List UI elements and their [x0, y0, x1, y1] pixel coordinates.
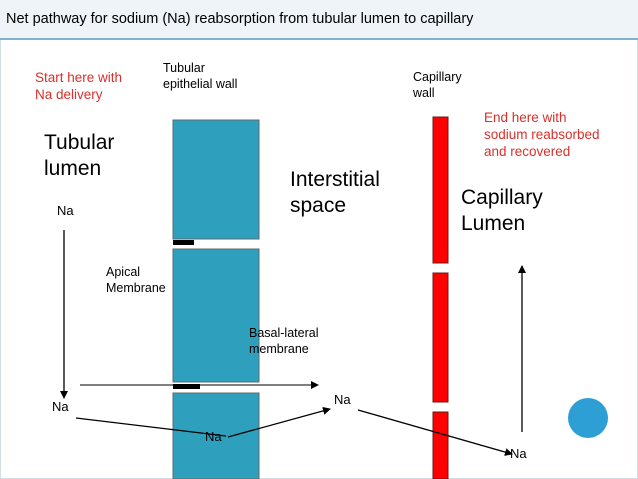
capillary-wall-label: Capillary wall [413, 70, 462, 101]
tight-junction-lower [173, 384, 200, 389]
tubular-wall-label-line-2: epithelial wall [163, 76, 238, 91]
epithelial-cell-top [172, 119, 260, 240]
na-label-lumen-bottom: Na [52, 399, 69, 414]
capillary-wall-middle [432, 272, 449, 403]
na-label-lumen-start: Na [57, 203, 74, 218]
interstitial-label-line-2: space [290, 194, 347, 218]
capillary-lumen-label-line-2: Lumen [461, 212, 526, 236]
title-divider [0, 38, 638, 40]
capillary-wall-top [432, 116, 449, 264]
arrow-na-into-cell [75, 417, 227, 437]
interstitial-label-line-1: Interstitial [290, 168, 380, 191]
apical-label-line-1: Apical [106, 265, 141, 279]
tubular-lumen-label-line-1: Tubular [44, 131, 115, 154]
start-label: Start here with Na delivery [35, 70, 122, 104]
end-label-line-1: End here with [484, 110, 567, 125]
apical-membrane-label: Apical Membrane [106, 265, 166, 296]
epithelial-cell-bottom [172, 392, 260, 479]
na-label-interstitial: Na [334, 392, 351, 407]
basolateral-label-line-1: Basal-lateral [249, 326, 319, 340]
na-label-capillary: Na [510, 446, 527, 461]
basolateral-label-line-2: membrane [249, 341, 309, 356]
tubular-wall-label-line-1: Tubular [163, 61, 205, 75]
tight-junction-upper [173, 240, 194, 245]
arrow-na-out-of-cell [227, 406, 331, 438]
start-label-line-1: Start here with [35, 70, 123, 85]
capillary-lumen-label-line-1: Capillary [461, 186, 543, 209]
end-label-line-2: sodium reabsorbed [484, 126, 600, 142]
slide-title: Net pathway for sodium (Na) reabsorption… [6, 11, 474, 27]
interstitial-space-label: Interstitial space [290, 167, 380, 220]
capillary-lumen-label: Capillary Lumen [461, 185, 543, 238]
tubular-lumen-label-line-2: lumen [44, 157, 102, 181]
end-label: End here with sodium reabsorbed and reco… [484, 110, 600, 161]
na-label-in-cell: Na [205, 429, 222, 444]
capillary-wall-label-line-2: wall [413, 85, 435, 100]
decorative-circle [568, 398, 608, 438]
end-label-line-3: and recovered [484, 143, 571, 159]
tubular-wall-label: Tubular epithelial wall [163, 61, 237, 92]
arrow-na-to-capillary [357, 409, 513, 456]
epithelial-cell-middle [172, 248, 260, 383]
tubular-lumen-label: Tubular lumen [44, 130, 114, 183]
start-label-line-2: Na delivery [35, 86, 103, 102]
capillary-wall-label-line-1: Capillary [413, 70, 462, 84]
title-band [0, 0, 638, 38]
basolateral-membrane-label: Basal-lateral membrane [249, 326, 318, 357]
capillary-wall-bottom [432, 411, 449, 479]
apical-label-line-2: Membrane [106, 280, 166, 295]
